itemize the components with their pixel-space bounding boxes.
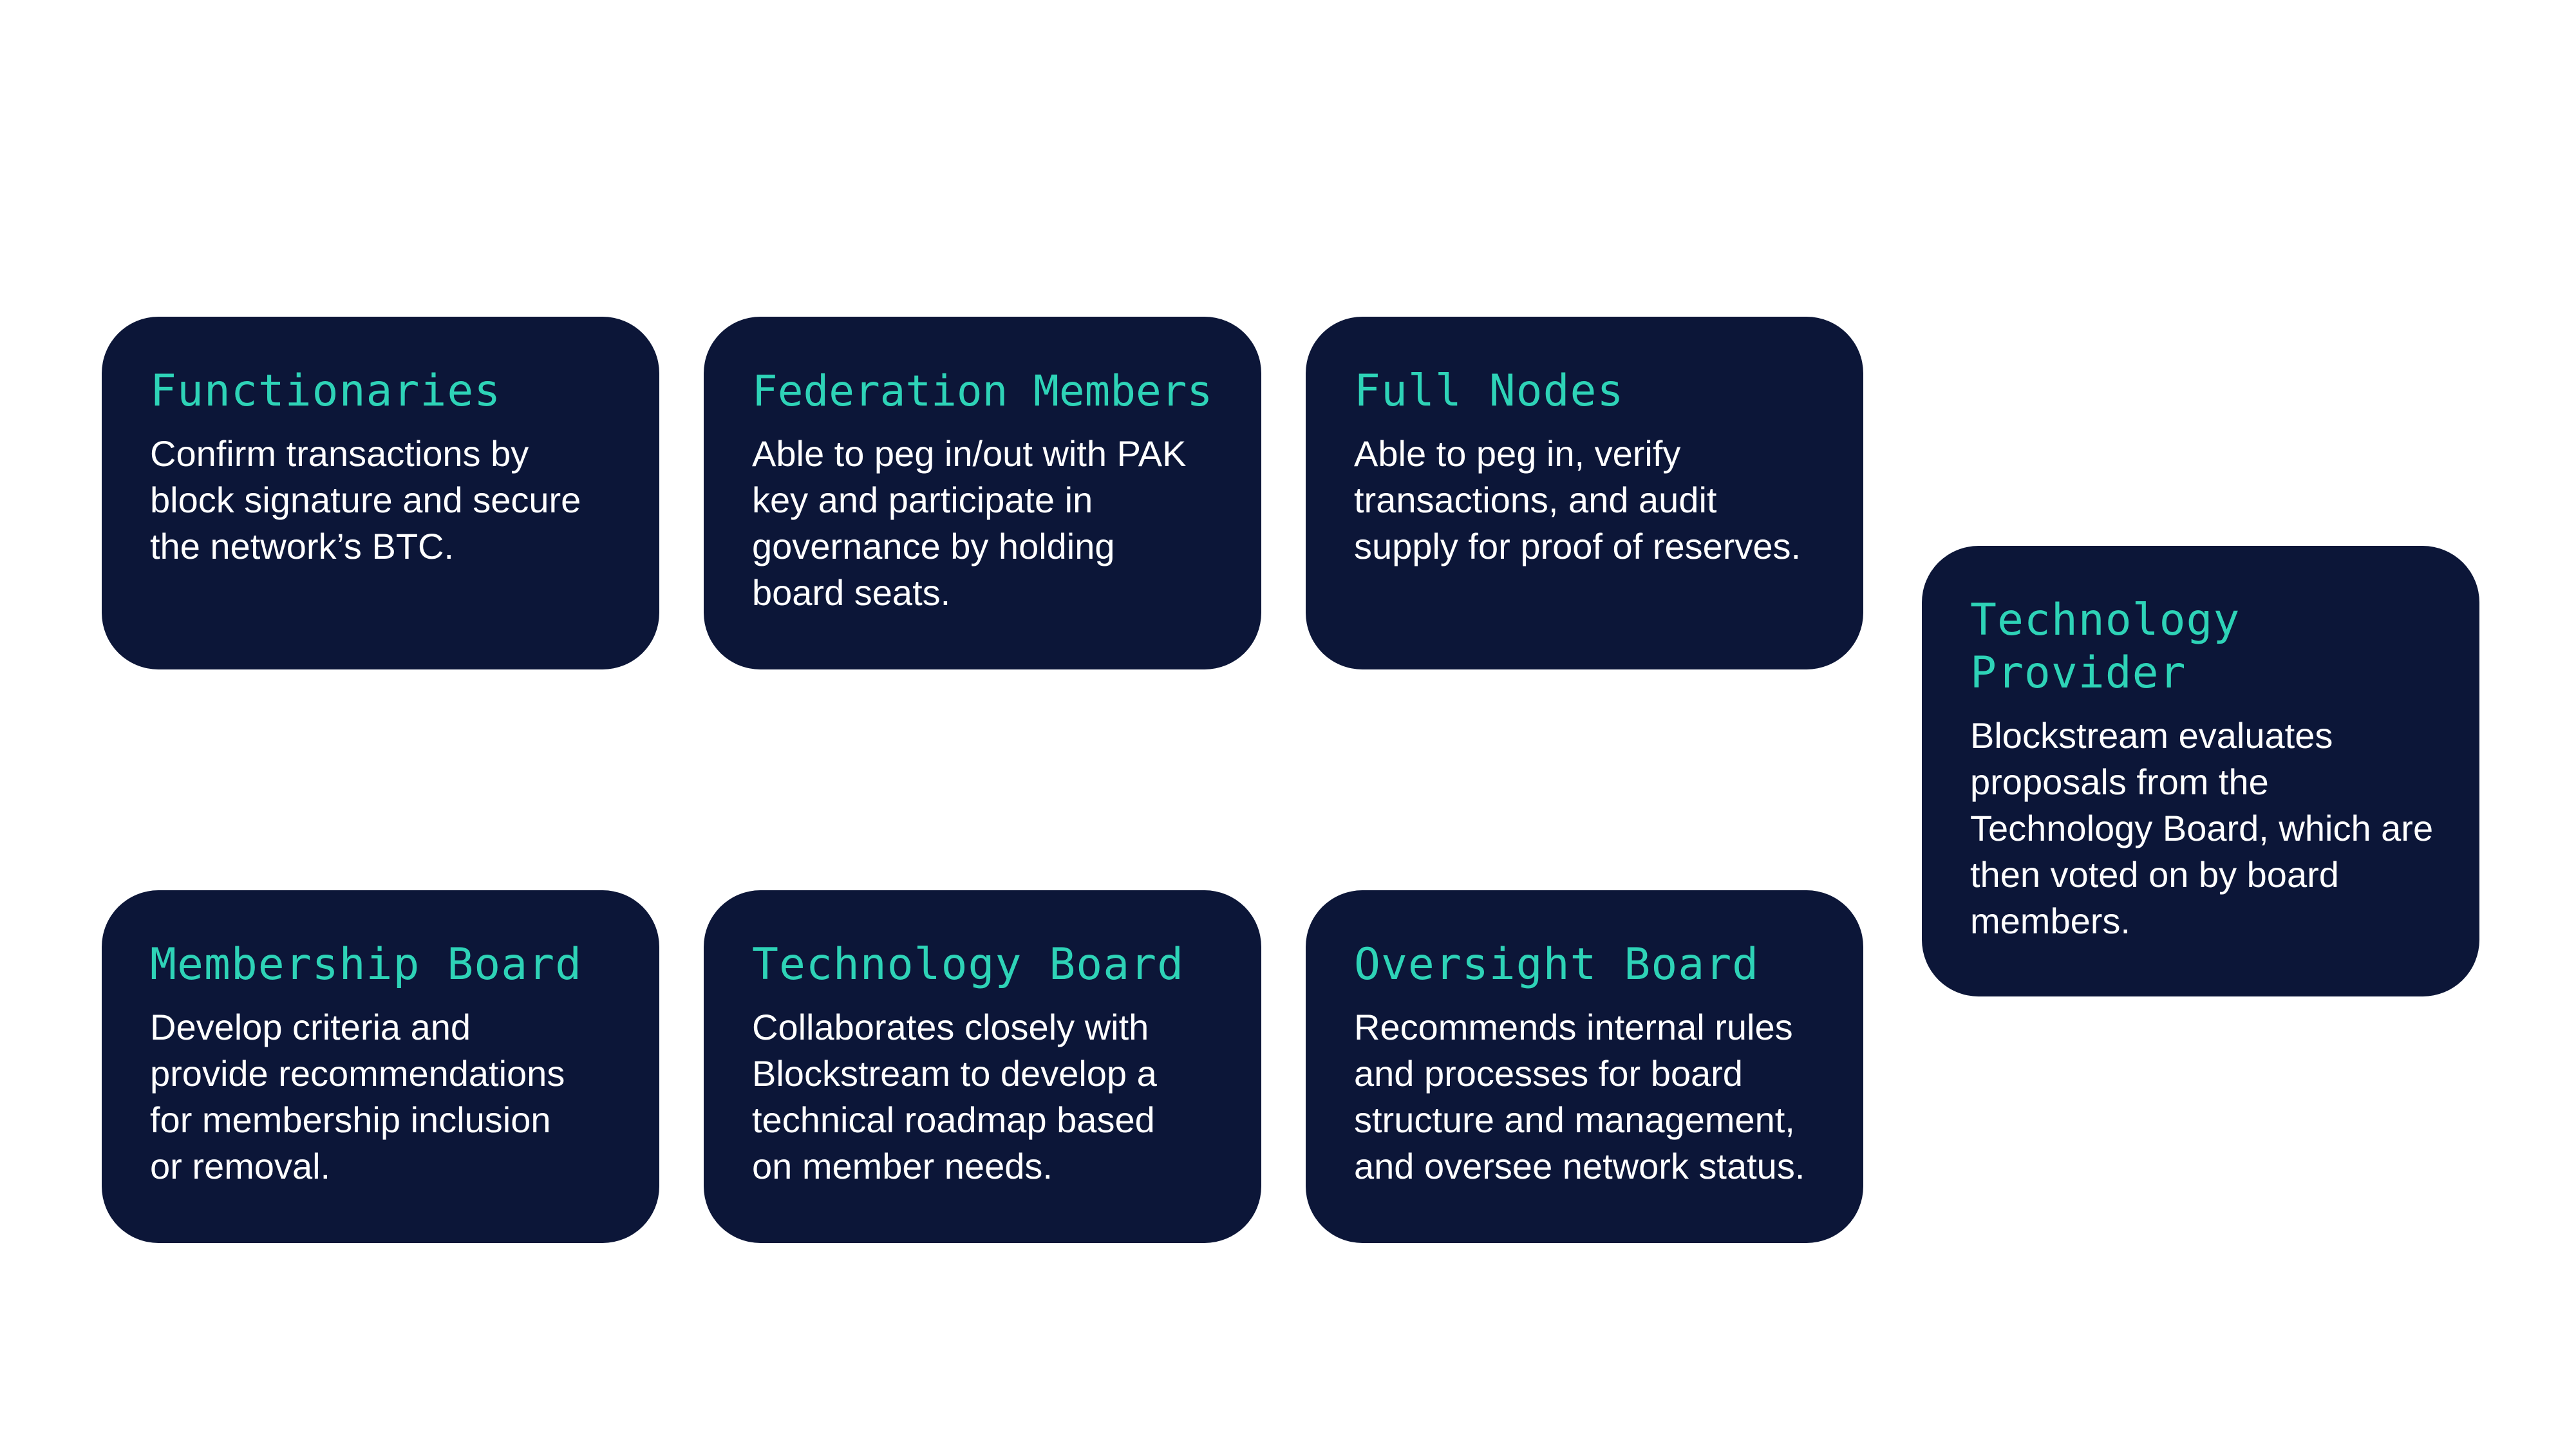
card-federation-members: Federation Members Able to peg in/out wi…: [704, 317, 1261, 669]
card-description: Able to peg in/out with PAK key and part…: [752, 433, 1187, 613]
card-description: Confirm transactions by block signature …: [150, 433, 581, 566]
card-full-nodes: Full Nodes Able to peg in, verify transa…: [1306, 317, 1863, 669]
card-oversight-board: Oversight Board Recommends internal rule…: [1306, 890, 1863, 1243]
card-title: Technology Provider: [1970, 595, 2241, 698]
card-description: Develop criteria and provide recommendat…: [150, 1007, 565, 1186]
card-title: Oversight Board: [1354, 939, 1760, 990]
card-title: Functionaries: [150, 366, 502, 416]
card-membership-board: Membership Board Develop criteria and pr…: [102, 890, 659, 1243]
card-title: Full Nodes: [1354, 366, 1624, 416]
card-technology-provider: Technology Provider Blockstream evaluate…: [1922, 546, 2479, 996]
card-title: Technology Board: [752, 939, 1185, 990]
card-technology-board: Technology Board Collaborates closely wi…: [704, 890, 1261, 1243]
card-description: Collaborates closely with Blockstream to…: [752, 1007, 1157, 1186]
card-description: Recommends internal rules and processes …: [1354, 1007, 1805, 1186]
card-description: Blockstream evaluates proposals from the…: [1970, 715, 2434, 941]
card-title: Federation Members: [752, 366, 1213, 416]
card-functionaries: Functionaries Confirm transactions by bl…: [102, 317, 659, 669]
card-title: Membership Board: [150, 939, 583, 990]
card-description: Able to peg in, verify transactions, and…: [1354, 433, 1801, 566]
